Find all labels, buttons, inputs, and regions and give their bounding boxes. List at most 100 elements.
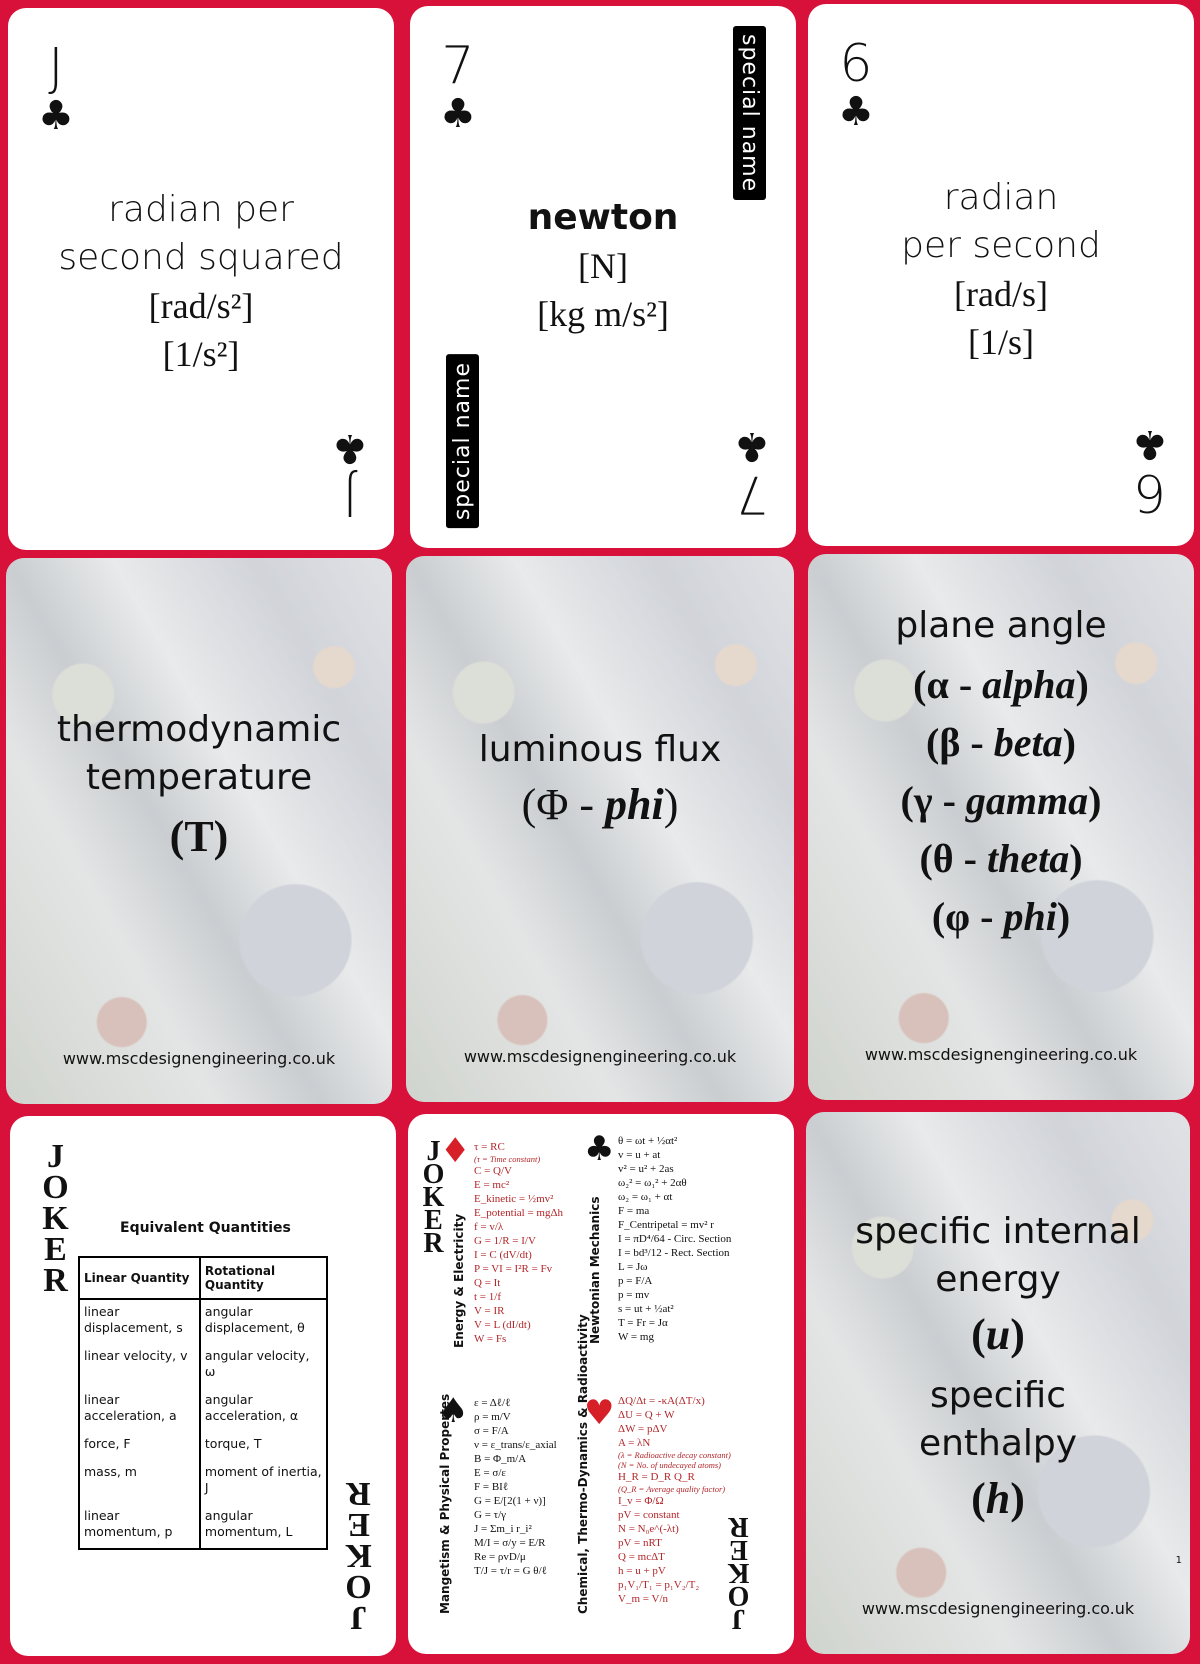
rank-label: 7: [735, 464, 769, 524]
symbol-close: ): [1056, 894, 1071, 939]
quantity-name-line: second squared: [58, 237, 344, 278]
greek-symbol-row: (θ - theta): [808, 830, 1194, 888]
table-header-row: Linear Quantity Rotational Quantity: [78, 1256, 329, 1300]
website-url: www.mscdesignengineering.co.uk: [864, 1045, 1138, 1064]
joker-text: JOKER: [723, 1519, 754, 1634]
unit-base: [kg m/s²]: [537, 294, 669, 334]
symbol-name: phi: [605, 780, 664, 829]
formula: A = λN: [618, 1437, 651, 1449]
category-label: Mangetism & Physical Propertes: [438, 1393, 452, 1614]
formula: N = N₀e^(-λt): [618, 1523, 679, 1535]
formula-note: (Q_R = Average quality factor): [618, 1484, 726, 1494]
symbol-char: (β -: [926, 720, 994, 765]
formula: p = mv: [618, 1289, 650, 1301]
card-thermodynamic-temperature[interactable]: thermodynamic temperature (T) www.mscdes…: [6, 558, 392, 1104]
formula-note: (τ = Time constant): [474, 1154, 541, 1164]
rank-label: 6: [1133, 462, 1167, 522]
formula: G = E/[2(1 + ν)]: [474, 1495, 546, 1507]
joker-label-bottom: JOKER: [723, 1512, 754, 1634]
rank-label: 6: [839, 34, 873, 94]
card-text: radian per second [rad/s] [1/s]: [808, 174, 1194, 366]
formula: F = ma: [618, 1205, 650, 1217]
quantity-symbol: (T): [169, 812, 229, 861]
club-icon: ♣: [734, 423, 770, 469]
formula: I = C (dV/dt): [474, 1249, 532, 1261]
card-text: plane angle (α - alpha) (β - beta) (γ - …: [808, 602, 1194, 946]
formula: pV = nRT: [618, 1537, 662, 1549]
formula: I_v = Φ/Ω: [618, 1495, 664, 1507]
formula: G = τ/γ: [474, 1509, 506, 1521]
formula: T/J = τ/r = G θ/ℓ: [474, 1565, 547, 1577]
formula: W = mg: [618, 1331, 654, 1343]
formula: h = u + pV: [618, 1565, 666, 1577]
symbol-close: ): [1088, 778, 1102, 823]
table-title: Equivalent Quantities: [120, 1220, 291, 1236]
card-joker-equivalent-quantities[interactable]: JOKER Equivalent Quantities Linear Quant…: [10, 1116, 396, 1656]
card-seven-of-clubs[interactable]: 7 ♣ special name special name newton [N]…: [410, 6, 796, 548]
formula: L = Jω: [618, 1261, 648, 1273]
formula: ν = ε_trans/ε_axial: [474, 1439, 557, 1451]
table-cell: angular acceleration, α: [198, 1388, 327, 1432]
formula-group-energy: τ = RC (τ = Time constant) C = Q/V E = m…: [474, 1140, 563, 1346]
card-text: radian per second squared [rad/s²] [1/s²…: [8, 186, 394, 378]
card-text: specific internal energy (u) specific en…: [806, 1208, 1190, 1530]
special-name-label: special name: [733, 26, 766, 201]
quantity-title-line: energy: [935, 1259, 1061, 1300]
formula: H_R = D_R Q_R: [618, 1471, 695, 1483]
formula: ε = Δℓ/ℓ: [474, 1397, 511, 1409]
quantity-symbol: (Φ - phi): [406, 774, 794, 836]
special-name-label-inverted: special name: [446, 353, 479, 528]
symbol-char: (γ -: [900, 778, 966, 823]
formula: F = BIℓ: [474, 1481, 509, 1493]
corner-index-top: J ♣: [38, 42, 74, 136]
unit-label: [rad/s]: [954, 274, 1048, 314]
formula: T = Fr = Jα: [618, 1317, 668, 1329]
card-luminous-flux[interactable]: luminous flux (Φ - phi) www.mscdesigneng…: [406, 556, 794, 1102]
corner-index-top: 6 ♣: [838, 38, 874, 132]
formula: E_potential = mgΔh: [474, 1207, 564, 1219]
card-plane-angle[interactable]: plane angle (α - alpha) (β - beta) (γ - …: [808, 554, 1194, 1100]
table-cell: linear momentum, p: [78, 1504, 200, 1549]
quantity-title-line: temperature: [85, 757, 313, 798]
card-six-of-clubs[interactable]: 6 ♣ radian per second [rad/s] [1/s] 6 ♣: [808, 4, 1194, 546]
formula: ω₂² = ω₁² + 2αθ: [618, 1177, 687, 1189]
club-icon: ♣: [332, 425, 368, 471]
formula-group-thermo: ΔQ/Δt = -κA(ΔT/x) ΔU = Q + W ΔW = pΔV A …: [618, 1394, 731, 1606]
formula: σ = F/A: [474, 1425, 509, 1437]
card-specific-energy-enthalpy[interactable]: specific internal energy (u) specific en…: [806, 1112, 1190, 1654]
table-cell: linear acceleration, a: [78, 1388, 200, 1432]
equivalent-quantities-table: Linear Quantity Rotational Quantity line…: [78, 1256, 329, 1550]
formula: Re = ρvD/μ: [474, 1551, 526, 1563]
symbol-name: u: [985, 1310, 1011, 1359]
formula: pV = constant: [618, 1509, 680, 1521]
formula: ΔQ/Δt = -κA(ΔT/x): [618, 1395, 705, 1407]
corner-index-bottom: 6 ♣: [1132, 421, 1168, 522]
rank-label: J: [342, 466, 358, 526]
formula: p = F/A: [618, 1275, 653, 1287]
card-jack-of-clubs[interactable]: J ♣ radian per second squared [rad/s²] […: [8, 8, 394, 550]
table-cell: moment of inertia, J: [198, 1460, 327, 1504]
quantity-title: plane angle: [895, 605, 1107, 646]
card-joker-formulas[interactable]: JOKER ♦ Energy & Electricity τ = RC (τ =…: [408, 1114, 794, 1654]
unit-name: newton: [527, 197, 679, 238]
symbol-name: phi: [1003, 894, 1057, 939]
table-cell: linear displacement, s: [78, 1299, 200, 1344]
symbol-close: ): [1069, 836, 1083, 881]
unit-label: [1/s]: [968, 322, 1034, 362]
table-cell: linear velocity, v: [78, 1344, 200, 1388]
formula-note: (N = No. of undecayed atoms): [618, 1460, 721, 1470]
formula-note: (λ = Radioactive decay constant): [618, 1450, 731, 1460]
joker-text: JOKER: [340, 1481, 377, 1636]
category-label: Newtonian Mechanics: [588, 1196, 602, 1344]
symbol-char: (φ -: [931, 894, 1004, 939]
table-cell: angular velocity, ω: [198, 1344, 327, 1388]
symbol-char: (θ -: [919, 836, 987, 881]
symbol-name: alpha: [982, 662, 1076, 707]
corner-index-top: 7 ♣: [440, 40, 476, 134]
formula: B = Φ_m/A: [474, 1453, 527, 1465]
card-text: luminous flux (Φ - phi): [406, 726, 794, 836]
formula: τ = RC: [474, 1141, 505, 1153]
